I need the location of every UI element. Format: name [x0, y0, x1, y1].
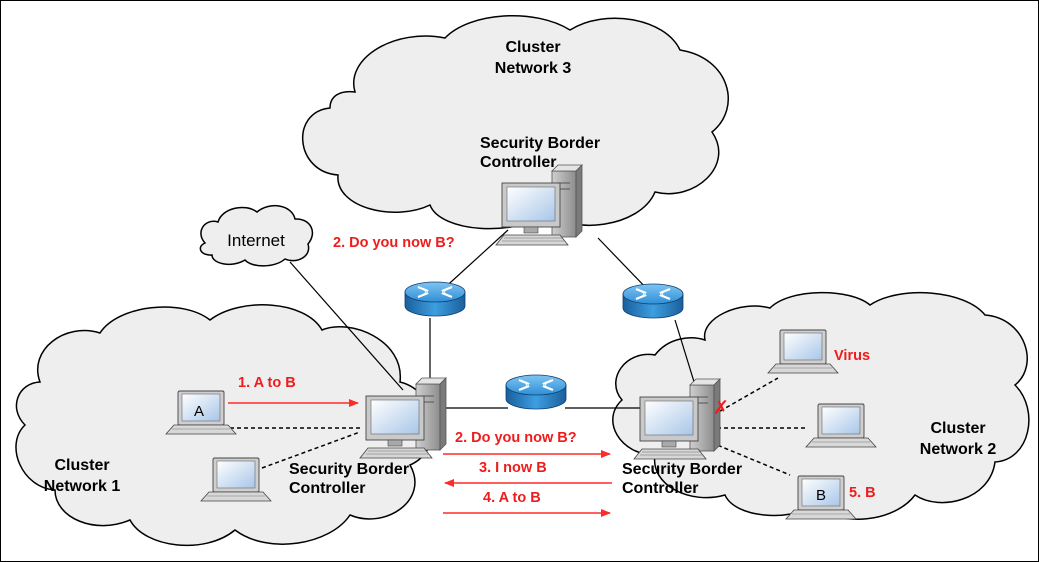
cloud-network-3	[302, 15, 729, 230]
controller-2-line1: Security Border	[622, 461, 742, 478]
controller-3-line1: Security Border	[480, 135, 600, 152]
router-right-icon	[621, 282, 685, 320]
cluster-1-line1: Cluster	[54, 457, 109, 474]
message-arrows	[228, 399, 612, 517]
link-c3-router-right	[597, 237, 651, 293]
cloud-internet	[199, 204, 314, 267]
controller-1-line1: Security Border	[289, 461, 409, 478]
controller-1-line2: Controller	[289, 480, 365, 497]
cluster-2-line1: Cluster	[930, 420, 985, 437]
network-links	[289, 229, 696, 409]
blocked-mark-icon: ✗	[713, 397, 729, 419]
internet-label: Internet	[227, 231, 285, 250]
controller-2-line2: Controller	[622, 480, 698, 497]
cluster-2-line2: Network 2	[920, 441, 997, 458]
cluster-1-line2: Network 1	[44, 478, 121, 495]
laptop-a-label: A	[194, 403, 204, 420]
message-5-label: 5. B	[849, 485, 876, 501]
router-middle-icon	[504, 373, 568, 411]
message-1-label: 1. A to B	[238, 375, 296, 391]
virus-label: Virus	[834, 348, 870, 364]
link-laptop-c1	[261, 431, 361, 469]
laptop-b-label: B	[816, 487, 826, 504]
link-internet-c1	[289, 261, 404, 391]
message-2-top-label: 2. Do you now B?	[333, 235, 455, 251]
link-router-right-c2	[674, 319, 696, 386]
cluster-3-line1: Cluster	[505, 39, 560, 56]
router-left-icon	[403, 280, 467, 318]
link-c3-router-left	[439, 229, 509, 293]
cluster-3-line2: Network 3	[495, 60, 572, 77]
message-3-label: 3. I now B	[479, 460, 547, 476]
controller-3-line2: Controller	[480, 154, 556, 171]
message-4-label: 4. A to B	[483, 490, 541, 506]
message-2-bottom-label: 2. Do you now B?	[455, 430, 577, 446]
